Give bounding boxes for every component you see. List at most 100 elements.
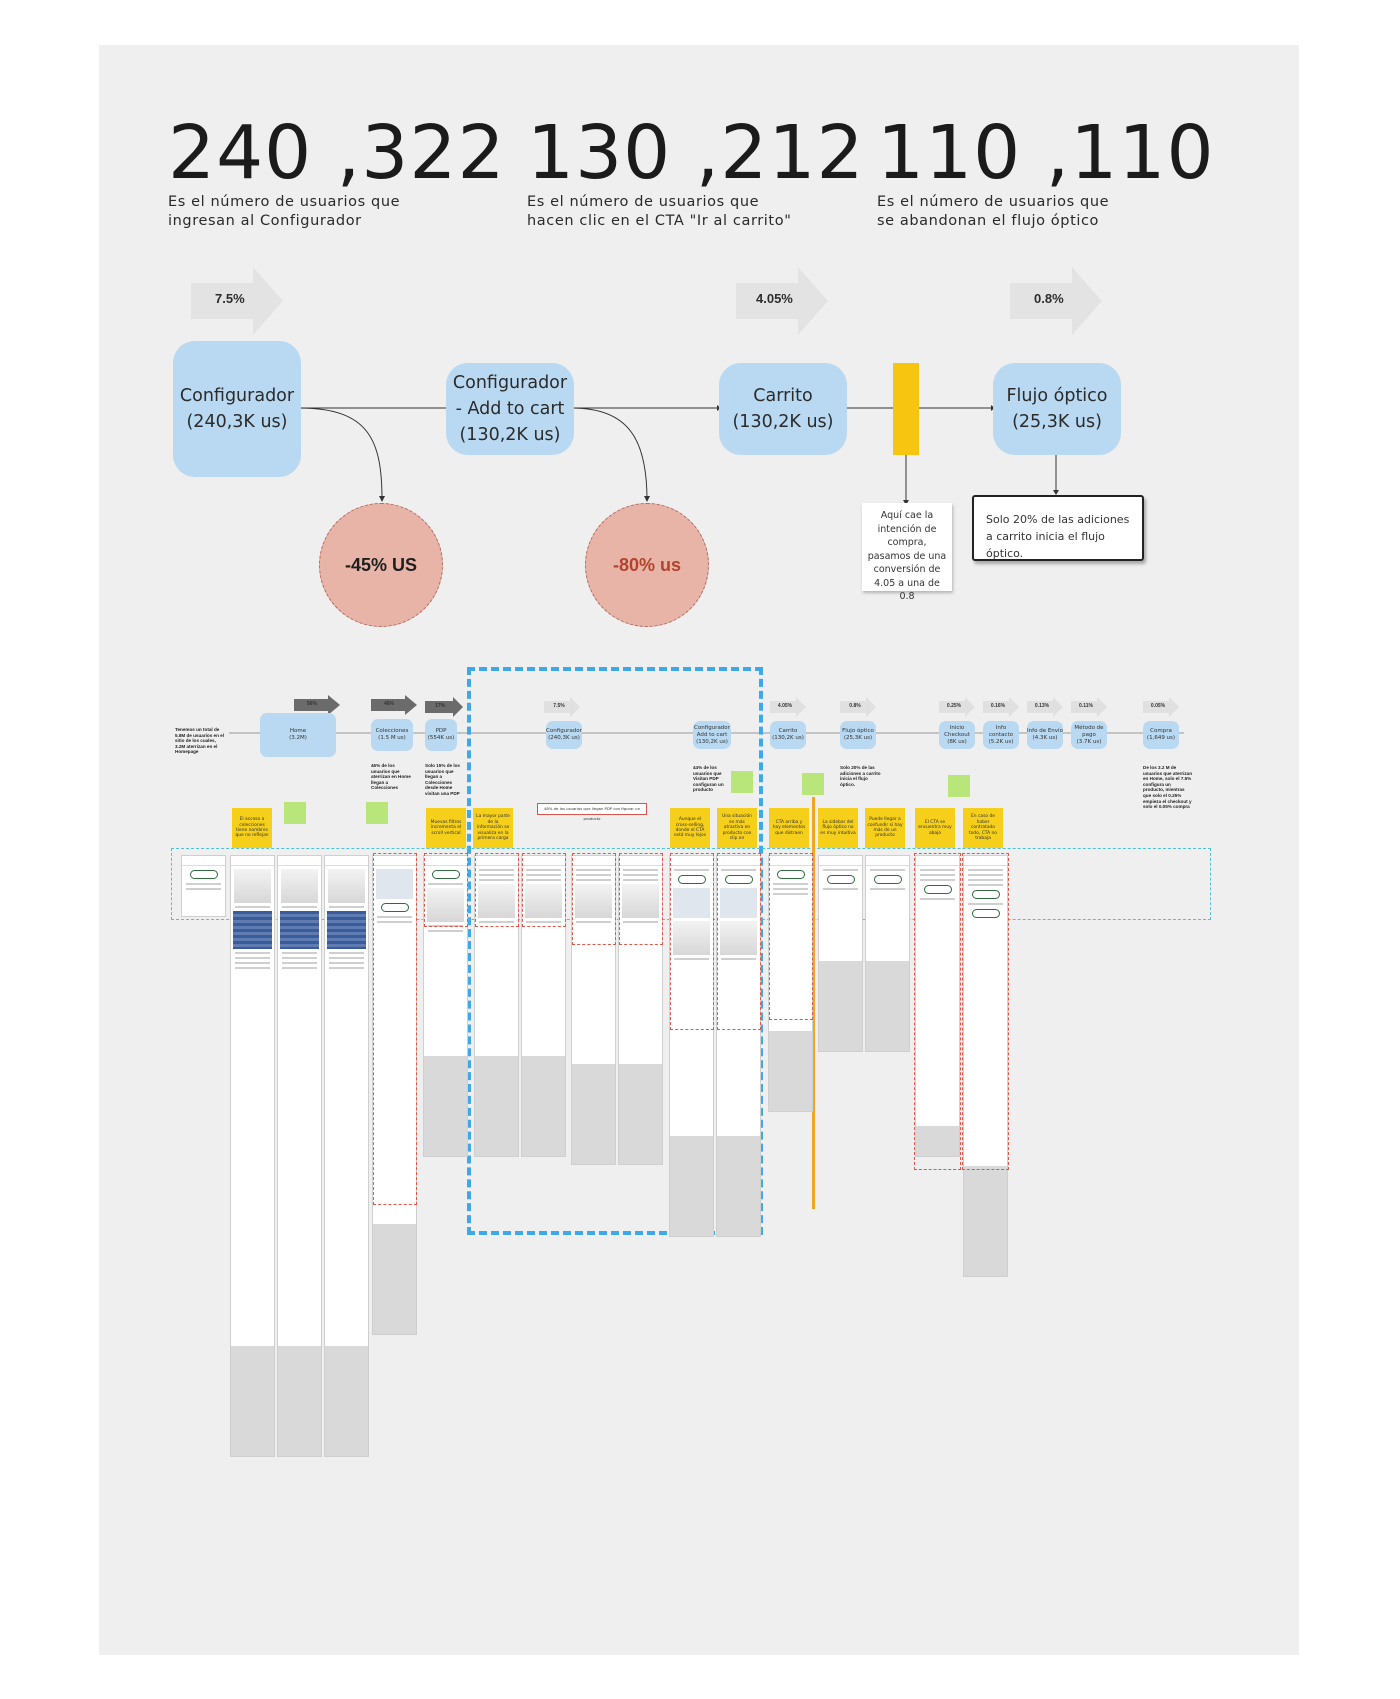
arrow-shape-icon (191, 267, 283, 335)
journey-node-value: (554K us) (427, 735, 455, 741)
screen-home (324, 855, 369, 1457)
comment-sticky (284, 802, 306, 824)
stat-caption-abandon: Es el número de usuarios que se abandona… (877, 193, 1109, 231)
cart-intent-note: Aquí cae la intención de compra, pasamos… (862, 503, 952, 602)
journey-node-checkout: Inicio Checkout(8K us) (939, 721, 975, 749)
arrow-shape-icon (983, 697, 1019, 717)
journey-node-configurador: Configurador(240,3K us) (546, 721, 582, 749)
scroll-highlight-frame (962, 853, 1009, 1170)
journey-arrow: 0.8% (840, 697, 888, 717)
journey-arrow: 17% (425, 697, 473, 717)
screen-colecciones (372, 855, 417, 1335)
comment-sticky (731, 771, 753, 793)
journey-node-contacto: Info contacto(5.2K us) (983, 721, 1019, 749)
scroll-highlight-frame (424, 853, 468, 927)
insight-sticky: El CTA se encuentra muy abajo (915, 808, 955, 848)
journey-node-label: Info contacto (989, 724, 1013, 738)
scroll-highlight-frame (670, 853, 714, 1030)
stat-number-abandon: 110 ,110 (877, 110, 1215, 196)
scroll-highlight-frame (522, 853, 566, 927)
conversion-rate-label: 7.5% (215, 291, 245, 306)
comment-sticky (948, 775, 970, 797)
funnel-node-configurador: Configurador(240,3K us) (173, 341, 301, 477)
funnel-node-carrito: Carrito(130,2K us) (719, 363, 847, 455)
conversion-rate-label: 0.8% (1034, 291, 1064, 306)
screen-home (230, 855, 275, 1457)
journey-rate-label: 56% (306, 701, 317, 707)
screen-configurator-options (618, 855, 663, 1165)
journey-node-pdp: PDP(554K us) (425, 719, 457, 751)
journey-node-compra: Compra(1,649 us) (1143, 721, 1179, 749)
funnel-node-value: (130,2K us) (732, 412, 834, 432)
scroll-highlight-frame (373, 853, 417, 1205)
insight-sticky: El acceso a colecciones tiene nombres qu… (232, 808, 272, 848)
optical-flow-callout: Solo 20% de las adiciones a carrito inic… (972, 495, 1144, 561)
comment-sticky (366, 802, 388, 824)
journey-rate-label: 0.05% (1150, 703, 1166, 709)
stat-caption-line: Es el número de usuarios que (527, 194, 760, 210)
journey-rate-label: 0.13% (1034, 703, 1050, 709)
screen-configurator (521, 855, 566, 1157)
journey-rate-label: 4.05% (777, 703, 793, 709)
stat-caption-line: se abandonan el flujo óptico (877, 213, 1100, 229)
stat-caption-line: ingresan al Configurador (168, 213, 362, 229)
journey-node-flujo-optico: Flujo óptico(25,3K us) (840, 721, 876, 749)
dropoff-circle: -80% us (585, 503, 709, 627)
conversion-arrow: 7.5% (191, 267, 283, 335)
arrow-shape-icon (1071, 697, 1107, 717)
canvas-board: 240 ,322 Es el número de usuarios que in… (99, 45, 1299, 1655)
scroll-highlight-frame (572, 853, 616, 945)
insight-sticky: Muevas filtros incrementa el scroll vert… (426, 808, 466, 848)
screen-configurator-options (571, 855, 616, 1165)
journey-rate-label: 0.11% (1079, 703, 1093, 709)
journey-note: 46% de los usuarios que aterrizan en Hom… (371, 763, 411, 791)
stat-caption-line: Es el número de usuarios que (877, 194, 1110, 210)
configurator-highlight-frame (467, 667, 763, 1235)
journey-note: De los 3.2 M de usuarios que aterrizan e… (1143, 765, 1193, 810)
journey-node-add-to-cart: Configurador Add to cart(130,2K us) (693, 721, 731, 749)
journey-node-value: (3.2M) (289, 735, 307, 741)
journey-node-label: Carrito (778, 728, 798, 734)
screen-flujo-optico (818, 855, 863, 1052)
stat-caption-line: Es el número de usuarios que (168, 194, 401, 210)
journey-note: Solo 20% de las adiciones a carrito inic… (840, 765, 881, 787)
journey-rate-label: 0.16% (990, 703, 1006, 709)
journey-node-label: Colecciones (375, 728, 409, 734)
journey-node-label: Configurador Add to cart (694, 724, 730, 738)
journey-arrow: 0.25% (939, 697, 987, 717)
insight-sticky: CTA arriba y hay elementos que distraen (769, 808, 809, 848)
screen-add-to-cart (669, 855, 714, 1237)
arrow-shape-icon (1027, 697, 1063, 717)
stat-caption-configurador: Es el número de usuarios que ingresan al… (168, 193, 400, 231)
stat-number-configurador: 240 ,322 (168, 110, 506, 196)
journey-node-envio: Info de Envío(4.3K us) (1027, 721, 1063, 749)
journey-node-colecciones: Colecciones(1.5 M us) (371, 719, 413, 751)
screen-carrito (768, 855, 813, 1112)
journey-arrow: 0.16% (983, 697, 1031, 717)
journey-rate-label: 7.5% (553, 703, 565, 709)
funnel-connectors (298, 405, 1059, 505)
comment-sticky (802, 773, 824, 795)
dropoff-label: -45% US (344, 554, 418, 575)
journey-node-value: (130,2K us) (696, 738, 728, 745)
journey-node-value: (3.7K us) (1076, 738, 1102, 745)
journey-node-value: (5.2K us) (988, 738, 1014, 745)
funnel-node-value: (25,3K us) (1012, 412, 1102, 432)
journey-node-value: (130,2K us) (772, 735, 804, 741)
journey-intro-note: Tenemos un total de 5.8M de usuarios en … (175, 727, 225, 755)
dropoff-marker (893, 363, 919, 455)
conversion-arrow: 0.8% (1010, 267, 1102, 335)
journey-node-value: (240,3K us) (548, 735, 580, 741)
conversion-rate-label: 4.05% (756, 291, 793, 306)
journey-node-pago: Método de pago(3.7K us) (1071, 721, 1107, 749)
funnel-node-add-to-cart: Configurador- Add to cart(130,2K us) (446, 363, 574, 455)
arrow-shape-icon (939, 697, 975, 717)
screen-configurator (474, 855, 519, 1157)
journey-rate-label: 17% (434, 703, 445, 709)
conversion-arrow: 4.05% (736, 267, 828, 335)
scroll-highlight-frame (619, 853, 663, 945)
funnel-node-value: (240,3K us) (186, 412, 288, 432)
insight-sticky: Puede llegar a confundir si hay más de u… (865, 808, 905, 848)
screen-checkout-steps (963, 855, 1008, 1277)
stat-caption-line: hacen clic en el CTA "Ir al carrito" (527, 213, 792, 229)
